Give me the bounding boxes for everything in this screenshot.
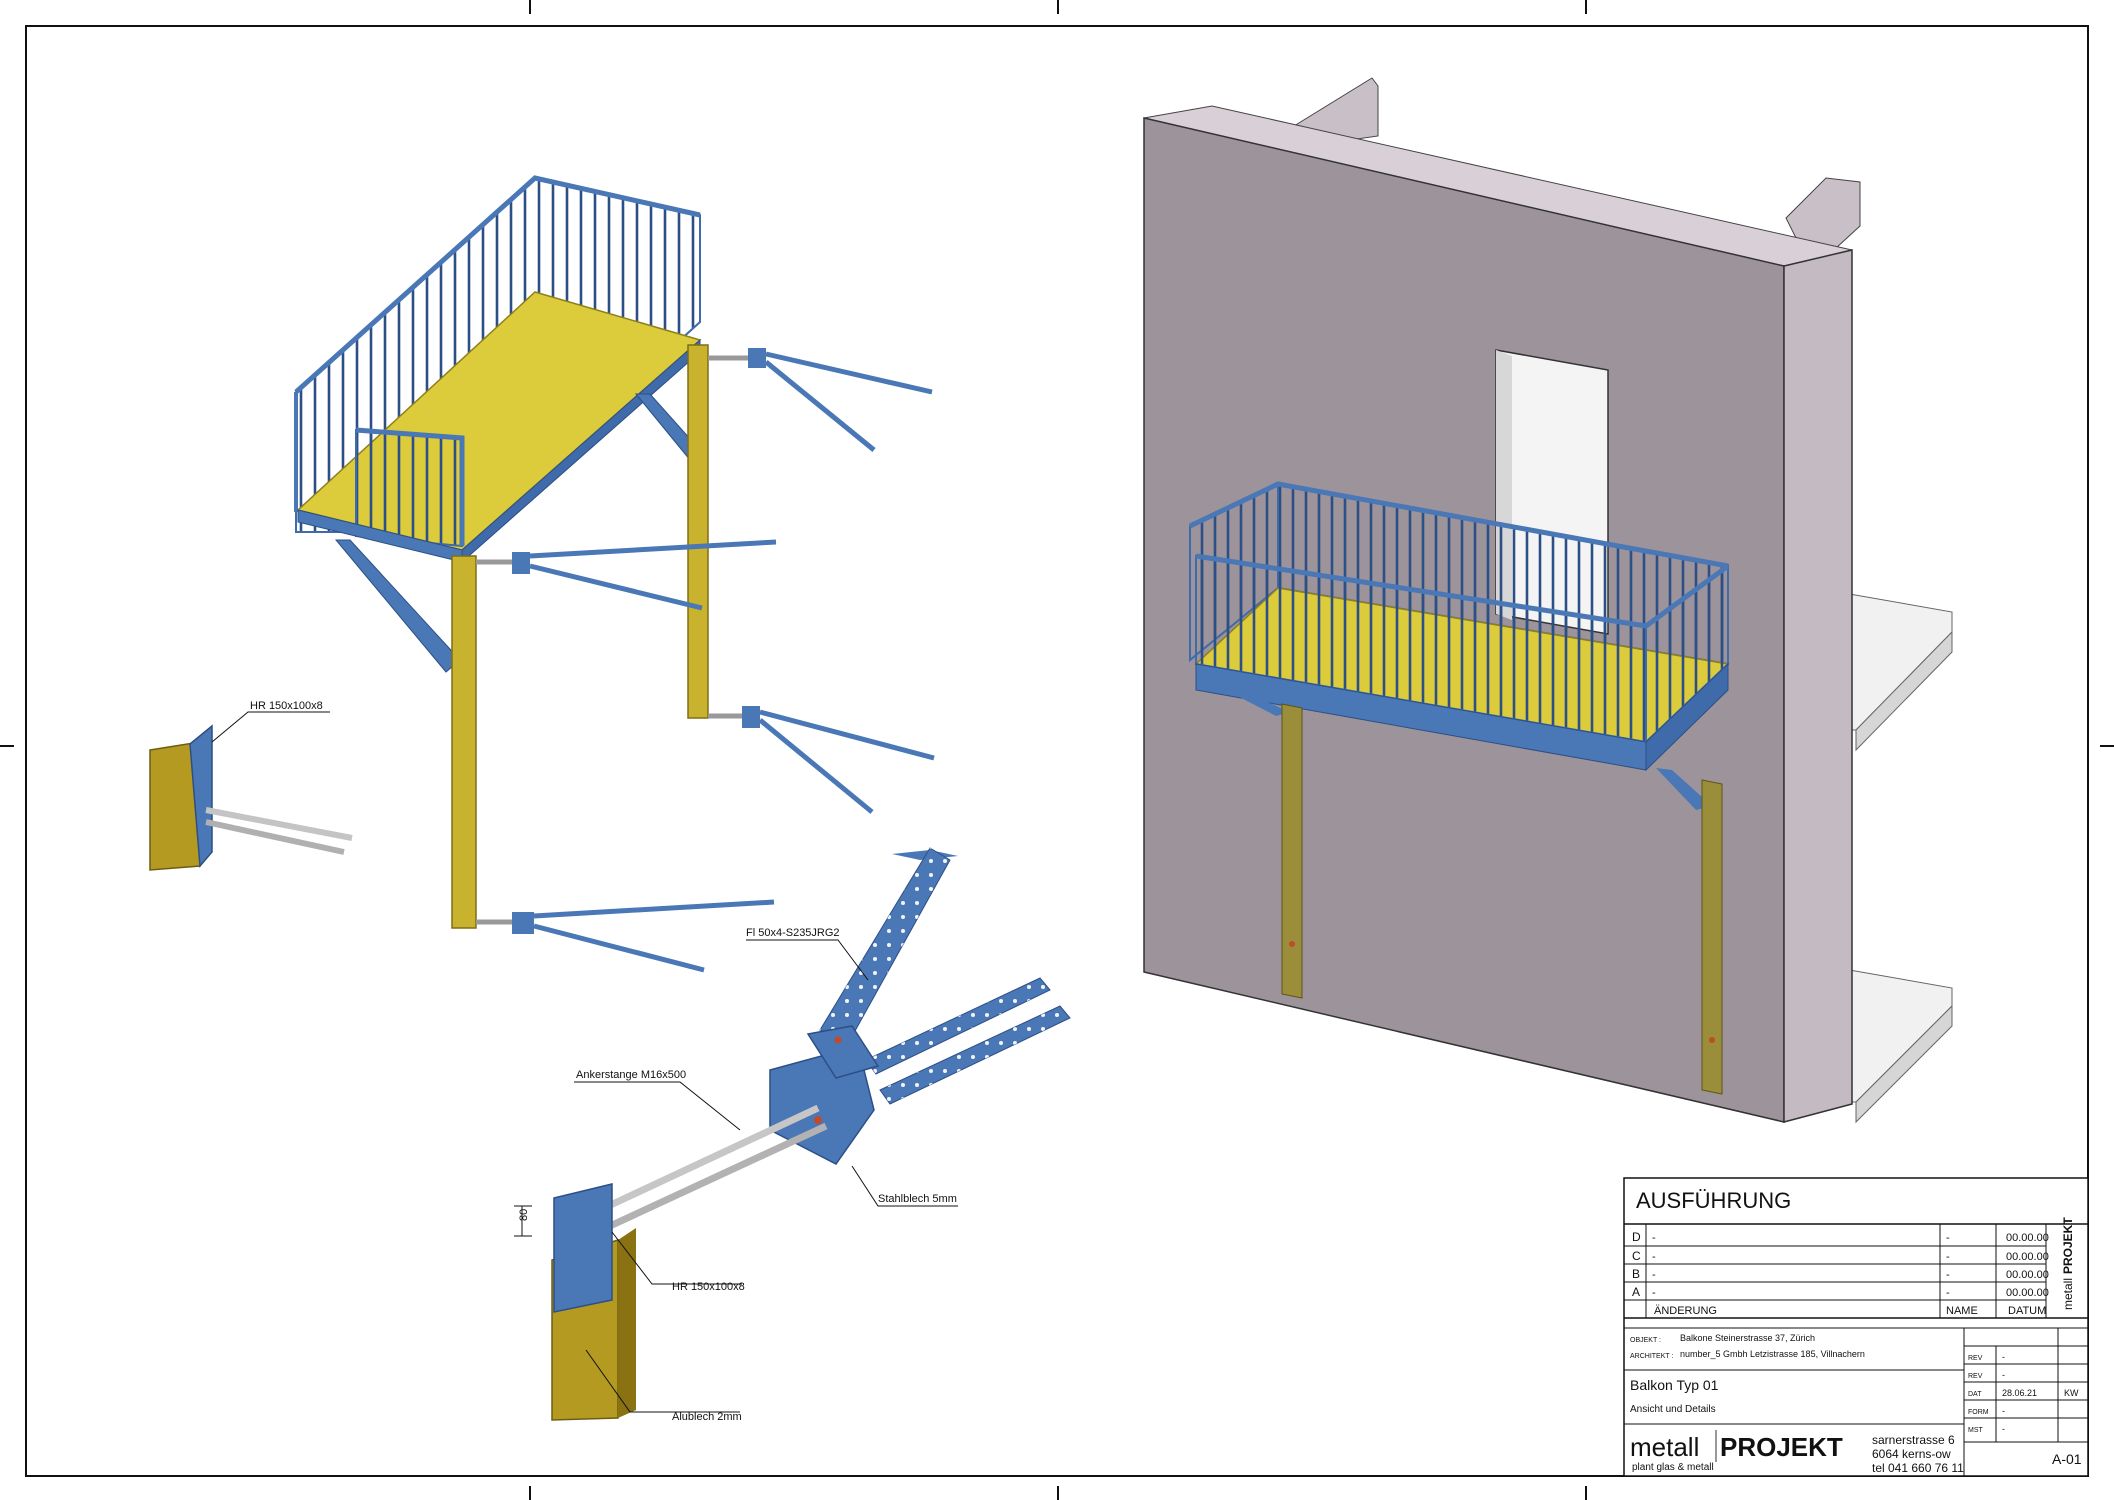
col-date: DATUM — [2008, 1305, 2046, 1317]
rev-d-name: - — [1946, 1232, 1950, 1244]
anchor-rod-1 — [598, 1104, 820, 1214]
col-name: NAME — [1946, 1305, 1978, 1317]
rev-a-name: - — [1946, 1287, 1950, 1299]
anchor-upper-right — [708, 348, 933, 452]
label-hr-small: HR 150x100x8 — [250, 700, 323, 712]
rev-d-letter: D — [1632, 1230, 1641, 1244]
address-line-1: sarnerstrasse 6 — [1872, 1433, 1955, 1447]
rev-c-change: - — [1652, 1251, 1656, 1263]
title-block-heading: AUSFÜHRUNG — [1636, 1188, 1791, 1213]
company-logo: metall PROJEKT plant glas & metall — [1630, 1430, 1843, 1473]
brace-wall-left — [1222, 688, 1290, 716]
label-stahlblech: Stahlblech 5mm — [878, 1193, 957, 1205]
form-value: - — [2002, 1406, 2005, 1416]
svg-text:PROJEKT: PROJEKT — [2061, 1217, 2075, 1274]
form-label: FORM — [1968, 1409, 1989, 1416]
rev-c-letter: C — [1632, 1249, 1641, 1263]
drawing-title: Balkon Typ 01 — [1630, 1377, 1719, 1393]
drawing-subtitle: Ansicht und Details — [1630, 1404, 1716, 1415]
rev-d-change: - — [1652, 1232, 1656, 1244]
title-block: AUSFÜHRUNG D - - 00.00.00 C - - 00.00.00… — [1623, 1177, 2089, 1477]
post-wall-left — [1281, 703, 1303, 999]
svg-text:plant glas & metall: plant glas & metall — [1632, 1462, 1714, 1473]
rev-a-letter: A — [1632, 1285, 1640, 1299]
brace-wall-right — [1656, 768, 1712, 810]
rev2-value: - — [2002, 1370, 2005, 1380]
rev-d-date: 00.00.00 — [2006, 1232, 2049, 1244]
rev-b-change: - — [1652, 1269, 1656, 1281]
rev-c-date: 00.00.00 — [2006, 1251, 2049, 1263]
objekt-label: OBJEKT : — [1630, 1337, 1661, 1344]
mst-label: MST — [1968, 1427, 1984, 1434]
rev-b-date: 00.00.00 — [2006, 1269, 2049, 1281]
address-line-3: tel 041 660 76 11 — [1872, 1461, 1964, 1475]
post-left — [451, 555, 477, 929]
anchor-lower-left — [476, 899, 775, 973]
sheet-number: A-01 — [2052, 1451, 2082, 1467]
balcony-iso-view — [294, 175, 935, 973]
address-line-2: 6064 kerns-ow — [1872, 1447, 1951, 1461]
rev-a-change: - — [1652, 1287, 1656, 1299]
anchor-rod-2 — [608, 1122, 828, 1230]
rev-b-name: - — [1946, 1269, 1950, 1281]
label-anker: Ankerstange M16x500 — [576, 1069, 686, 1081]
rev-c-name: - — [1946, 1251, 1950, 1263]
revision-table: D - - 00.00.00 C - - 00.00.00 B - - 00.0… — [1624, 1217, 2088, 1319]
post-base-detail-small — [149, 724, 353, 871]
wall-iso-view — [1143, 77, 1953, 1124]
rev2-label: REV — [1968, 1373, 1983, 1380]
rev-label: REV — [1968, 1355, 1983, 1362]
brace-left — [334, 539, 461, 673]
svg-text:PROJEKT: PROJEKT — [1720, 1432, 1843, 1462]
label-alublech: Alublech 2mm — [672, 1411, 742, 1423]
post-right — [687, 344, 709, 719]
label-hr-large: HR 150x100x8 — [672, 1281, 745, 1293]
svg-text:metall: metall — [2061, 1278, 2075, 1310]
col-change: ÄNDERUNG — [1654, 1305, 1717, 1317]
side-brand: metall PROJEKT — [2061, 1217, 2075, 1310]
svg-text:metall: metall — [1630, 1432, 1699, 1462]
mst-value: - — [2002, 1424, 2005, 1434]
label-dim-80: 80 — [518, 1209, 530, 1221]
dat-value: 28.06.21 — [2002, 1388, 2037, 1398]
wall-side — [1783, 249, 1853, 1123]
dat-label: DAT — [1968, 1391, 1982, 1398]
bracket-detail-large — [514, 847, 1071, 1421]
dat-initials: KW — [2064, 1388, 2079, 1398]
anchor-middle — [476, 539, 777, 611]
rev-b-letter: B — [1632, 1267, 1640, 1281]
objekt-value: Balkone Steinerstrasse 37, Zürich — [1680, 1333, 1815, 1343]
rev-value: - — [2002, 1352, 2005, 1362]
label-fl: Fl 50x4-S235JRG2 — [746, 927, 840, 939]
architekt-label: ARCHITEKT : — [1630, 1353, 1673, 1360]
anchor-lower-right — [708, 706, 935, 814]
architekt-value: number_5 Gmbh Letzistrasse 185, Villnach… — [1680, 1349, 1865, 1359]
rev-a-date: 00.00.00 — [2006, 1287, 2049, 1299]
rhs-post — [553, 1183, 613, 1313]
post-wall-right — [1701, 779, 1723, 1095]
annotations: HR 150x100x8 Fl 50x4-S235JRG2 Ankerstang… — [211, 700, 958, 1423]
